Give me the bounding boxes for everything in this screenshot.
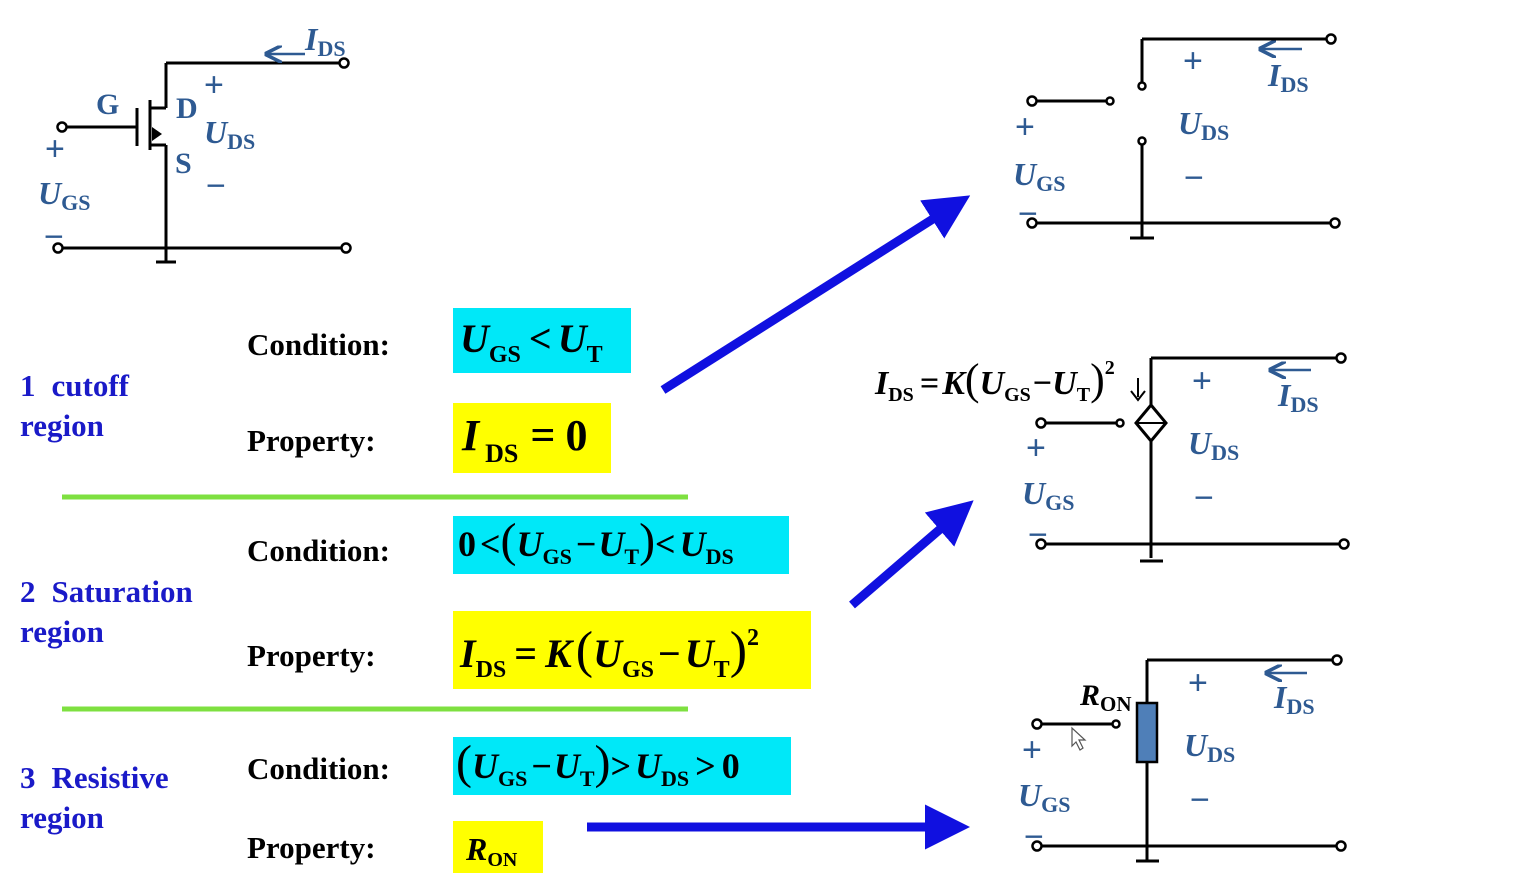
ugs-plus: +: [45, 130, 65, 168]
uds-label: UDS: [1184, 727, 1235, 767]
property-label: Property:: [247, 830, 376, 865]
resistive-condition-formula: (UGS−UT)>UDS>0: [456, 736, 740, 791]
uds-plus: +: [1188, 664, 1208, 702]
ids-label: IDS: [1273, 679, 1315, 719]
ugs-label: UGS: [1013, 156, 1065, 196]
ugs-plus: +: [1022, 731, 1042, 769]
property-label: Property:: [247, 423, 376, 458]
ugs-minus: −: [1028, 516, 1048, 554]
ids-label: IDS: [1267, 57, 1309, 97]
ground-symbol-icon: [156, 248, 176, 264]
uds-plus: +: [1183, 42, 1203, 80]
gate-label: G: [96, 88, 119, 121]
mosfet-symbol-icon: [135, 100, 166, 150]
uds-plus: +: [204, 66, 224, 104]
uds-minus: −: [1190, 781, 1210, 819]
ugs-minus: −: [44, 218, 64, 256]
mosfet-circuit: G D S IDS + UDS − + UGS −: [38, 21, 352, 264]
ids-label: IDS: [304, 21, 346, 61]
property-label: Property:: [247, 638, 376, 673]
drain-label: D: [176, 92, 198, 125]
uds-label: UDS: [1178, 105, 1229, 145]
cutoff-condition-formula: UGS<UT: [460, 316, 603, 368]
property-box: [453, 611, 811, 689]
region-suffix: region: [20, 408, 104, 443]
ugs-plus: +: [1026, 429, 1046, 467]
uds-plus: +: [1192, 362, 1212, 400]
uds-minus: −: [1184, 159, 1204, 197]
property-box: [453, 821, 543, 873]
arrow-icon: [587, 195, 974, 850]
ugs-minus: −: [1018, 195, 1038, 233]
switch-open-icon: [1105, 81, 1147, 146]
cutoff-equivalent-circuit: + IDS UDS − + UGS −: [1013, 33, 1341, 240]
ugs-label: UGS: [1018, 777, 1070, 817]
condition-label: Condition:: [247, 533, 390, 568]
ron-label: RON: [1079, 679, 1132, 716]
dependent-current-source-icon: [1134, 402, 1168, 444]
condition-box: [453, 737, 791, 795]
region-suffix: region: [20, 800, 104, 835]
uds-minus: −: [1194, 479, 1214, 517]
source-label: S: [175, 147, 192, 180]
condition-label: Condition:: [247, 751, 390, 786]
condition-box: [453, 516, 789, 574]
resistive-property-formula: RON: [465, 831, 518, 871]
ugs-label: UGS: [1022, 475, 1074, 515]
uds-minus: −: [206, 167, 226, 205]
condition-box: [453, 308, 631, 373]
cursor-pointer-icon: [1071, 726, 1087, 751]
property-box: [453, 403, 611, 473]
ugs-label: UGS: [38, 175, 90, 215]
saturation-equivalent-circuit: IDS=K(UGS−UT)2 + IDS UDS − + UGS −: [874, 352, 1350, 563]
saturation-current-formula: IDS=K(UGS−UT)2: [874, 355, 1115, 406]
resistor-icon: [1135, 701, 1159, 764]
ugs-plus: +: [1015, 108, 1035, 146]
saturation-property-formula: IDS=K(UGS−UT)2: [459, 622, 759, 683]
uds-label: UDS: [204, 114, 255, 154]
ugs-minus: −: [1024, 818, 1044, 856]
saturation-condition-formula: 0<(UGS−UT)<UDS: [458, 514, 734, 569]
resistive-equivalent-circuit: RON + IDS UDS − + UGS −: [1018, 654, 1347, 863]
ids-label: IDS: [1277, 377, 1319, 417]
region-suffix: region: [20, 614, 104, 649]
uds-label: UDS: [1188, 425, 1239, 465]
condition-label: Condition:: [247, 327, 390, 362]
